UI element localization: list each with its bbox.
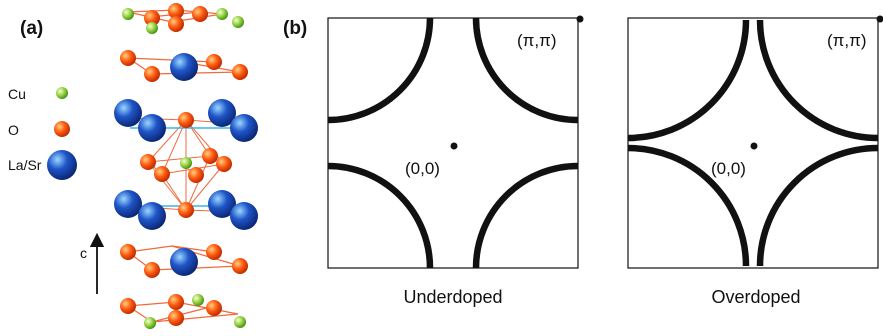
fermi-arc-top-right <box>756 19 879 142</box>
legend-swatch-o <box>54 121 70 137</box>
center-label: (0,0) <box>711 159 746 178</box>
caption-underdoped: Underdoped <box>403 287 502 307</box>
fermi-arc-bottom-left <box>327 162 434 269</box>
la-sr-atom <box>208 190 236 218</box>
o-atom <box>140 154 156 170</box>
o-atom <box>120 298 136 314</box>
legend-swatch-la-sr <box>47 150 77 180</box>
legend-label-cu: Cu <box>8 86 26 102</box>
la-sr-atom <box>208 99 236 127</box>
legend-item-o: O <box>8 121 70 138</box>
o-atom <box>154 166 170 182</box>
legend-item-la-sr: La/Sr <box>8 150 77 180</box>
o-atom <box>206 300 222 316</box>
corner-label: (π,π) <box>827 31 867 50</box>
center-point <box>450 142 458 150</box>
legend-item-cu: Cu <box>8 86 68 102</box>
o-atom <box>206 54 222 70</box>
o-atom <box>168 294 184 310</box>
la-sr-atom <box>230 202 258 230</box>
fermi-arc-bottom-right <box>472 162 579 269</box>
cu-atom <box>234 316 246 328</box>
fermi-arc-top-left <box>327 17 434 124</box>
c-axis-arrow: c <box>80 232 105 294</box>
caption-overdoped: Overdoped <box>711 287 800 307</box>
o-atom <box>178 202 194 218</box>
cu-atom <box>122 8 134 20</box>
legend-swatch-cu <box>56 87 68 99</box>
o-atom <box>178 112 194 128</box>
panel-b: (b) (π,π) (0,0) Underdoped <box>283 15 883 307</box>
la-sr-atom <box>114 99 142 127</box>
center-label: (0,0) <box>405 159 440 178</box>
cu-atom <box>232 16 244 28</box>
o-atom <box>144 262 160 278</box>
la-sr-atom <box>170 53 198 81</box>
cu-atom <box>180 157 192 169</box>
legend-label-la-sr: La/Sr <box>8 157 42 173</box>
crystal-structure <box>114 3 258 329</box>
cu-atom <box>146 22 158 34</box>
o-atom <box>202 148 218 164</box>
o-atom <box>206 244 222 260</box>
fermi-arcs-underdoped <box>327 17 579 269</box>
legend-label-o: O <box>8 122 19 138</box>
fermi-surface-overdoped: (π,π) (0,0) Overdoped <box>627 15 883 307</box>
corner-label: (π,π) <box>517 31 557 50</box>
fermi-arc-top-right <box>472 17 579 124</box>
c-axis-label: c <box>80 245 87 261</box>
la-sr-atom <box>138 114 166 142</box>
o-atom <box>232 64 248 80</box>
o-atom <box>168 16 184 32</box>
brillouin-zone-frame <box>627 17 879 269</box>
cuo2-layer-bottom <box>126 301 239 323</box>
fermi-surface-underdoped: (π,π) (0,0) Underdoped <box>327 15 584 307</box>
o-atom <box>216 156 232 172</box>
o-atom <box>232 258 248 274</box>
la-sr-atom <box>170 248 198 276</box>
o-atom <box>188 167 204 183</box>
o-atom <box>144 66 160 82</box>
fermi-arc-bottom-left <box>627 144 750 267</box>
corner-point <box>876 15 883 23</box>
cu-atom <box>192 294 204 306</box>
o-atom <box>120 244 136 260</box>
brillouin-zone-frame <box>327 17 579 269</box>
o-atom <box>144 10 160 26</box>
la-sr-atom <box>114 190 142 218</box>
o-atom <box>168 310 184 326</box>
cu-atom <box>216 8 228 20</box>
corner-point <box>576 15 584 23</box>
o-atom <box>168 3 184 19</box>
la-sr-atom <box>138 202 166 230</box>
panel-b-label: (b) <box>283 18 307 39</box>
panel-a-label: (a) <box>20 18 43 39</box>
o-atom <box>192 6 208 22</box>
fermi-arc-bottom-right <box>756 144 879 267</box>
legend: Cu O La/Sr <box>8 86 77 180</box>
center-point <box>750 142 758 150</box>
panel-a: (a) Cu O La/Sr c <box>8 3 258 329</box>
la-sr-atom <box>230 114 258 142</box>
fermi-arcs-overdoped <box>627 19 879 267</box>
fermi-arc-top-left <box>627 19 750 142</box>
o-atom <box>120 50 136 66</box>
cu-atom <box>144 317 156 329</box>
